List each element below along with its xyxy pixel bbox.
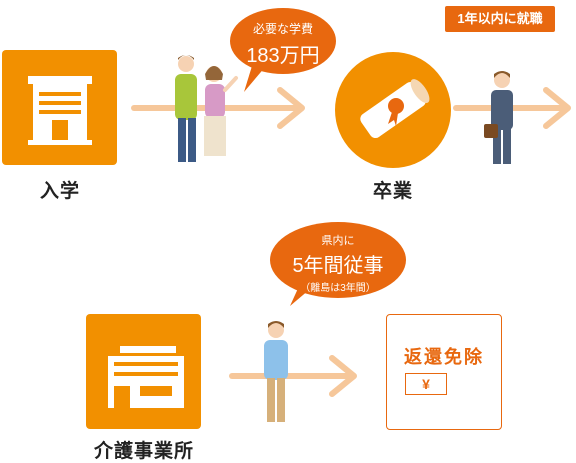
service-bubble: 県内に 5年間従事 （離島は3年間） bbox=[270, 222, 406, 298]
employment-tag: 1年以内に就職 bbox=[445, 6, 555, 32]
service-bubble-caption: 県内に bbox=[321, 235, 355, 247]
care-facility-icon bbox=[86, 314, 201, 429]
refund-exemption-title: 返還免除 bbox=[404, 347, 484, 367]
tuition-amount: 183万円 bbox=[246, 45, 320, 67]
school-building-icon bbox=[2, 50, 117, 165]
parents-illustration bbox=[175, 55, 238, 162]
diploma-icon bbox=[335, 52, 451, 168]
caregiver-illustration bbox=[264, 321, 288, 422]
service-period: 5年間従事 bbox=[292, 255, 384, 277]
service-remote-island-note: （離島は3年間） bbox=[300, 283, 376, 294]
refund-exemption-box: 返還免除 ¥ bbox=[386, 314, 502, 430]
tuition-bubble-caption: 必要な学費 bbox=[252, 22, 313, 36]
stage-label-facility: 介護事業所 bbox=[93, 441, 194, 462]
tuition-bubble-tail bbox=[244, 66, 266, 92]
tuition-bubble: 必要な学費 183万円 bbox=[230, 8, 336, 74]
stage-label-enroll: 入学 bbox=[39, 181, 80, 202]
yen-symbol: ¥ bbox=[422, 376, 430, 392]
arrow-facility-to-refund bbox=[229, 355, 357, 397]
businessman-illustration bbox=[484, 71, 513, 164]
yen-bill: ¥ bbox=[405, 373, 447, 395]
stage-label-graduate: 卒業 bbox=[372, 181, 413, 202]
